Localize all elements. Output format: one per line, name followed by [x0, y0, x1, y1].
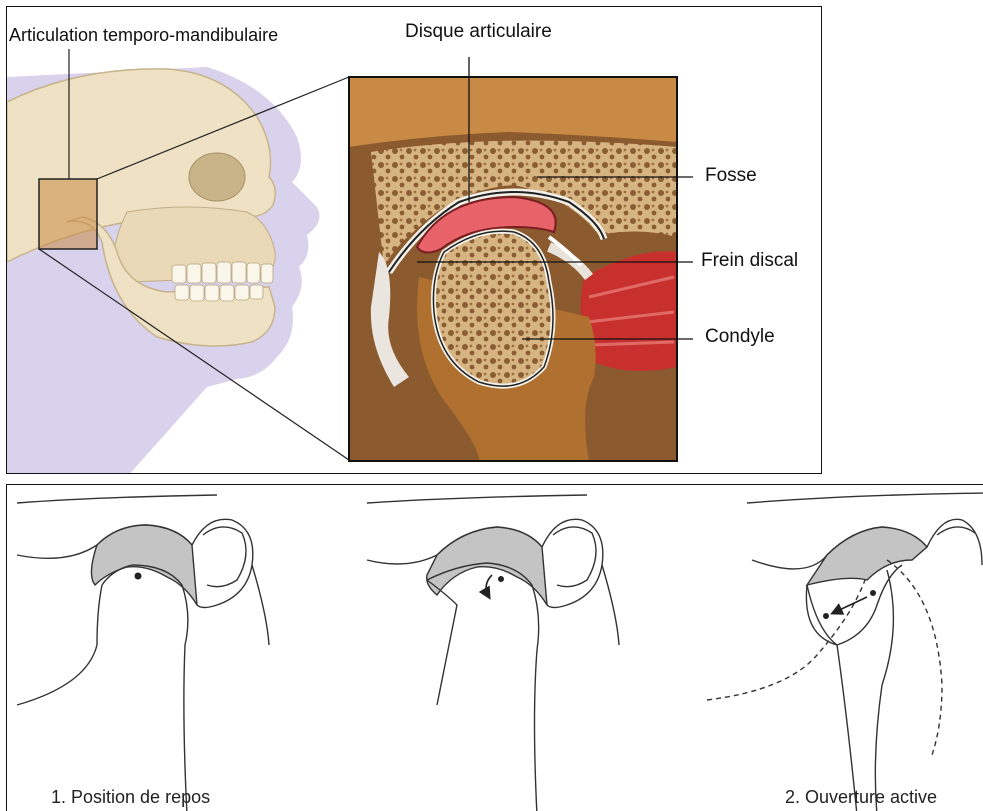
translation-arrow	[833, 597, 867, 613]
rest-position-caption: 1. Position de repos	[51, 787, 210, 808]
opening-path-dashed	[707, 580, 865, 700]
opening-path-dashed-2	[887, 560, 942, 755]
tmj-inset	[349, 77, 677, 461]
condyle-label: Condyle	[705, 326, 775, 348]
movement-panel: 1. Position de repos 2. Ouverture active	[6, 484, 983, 811]
opening-disc	[807, 527, 927, 585]
fossa-label: Fosse	[705, 165, 757, 187]
rotation-drawing	[367, 495, 619, 811]
disc-label: Disque articulaire	[405, 21, 552, 43]
anatomy-panel: Articulation temporo-mandibulaire Disque…	[6, 6, 822, 474]
upper-teeth	[172, 262, 273, 283]
tmj-highlight-box	[39, 179, 97, 249]
skull-orbit	[189, 153, 245, 201]
mandibular-condyle	[433, 231, 553, 386]
joint-label: Articulation temporo-mandibulaire	[9, 25, 278, 46]
active-opening-caption: 2. Ouverture active	[785, 787, 937, 808]
rest-position-drawing	[17, 495, 269, 811]
rotation-arrow	[486, 575, 492, 597]
tmj-movement-drawings	[7, 485, 983, 811]
frenum-label: Frein discal	[701, 250, 798, 272]
active-opening-drawing	[707, 493, 983, 811]
anatomy-illustration	[7, 7, 822, 474]
